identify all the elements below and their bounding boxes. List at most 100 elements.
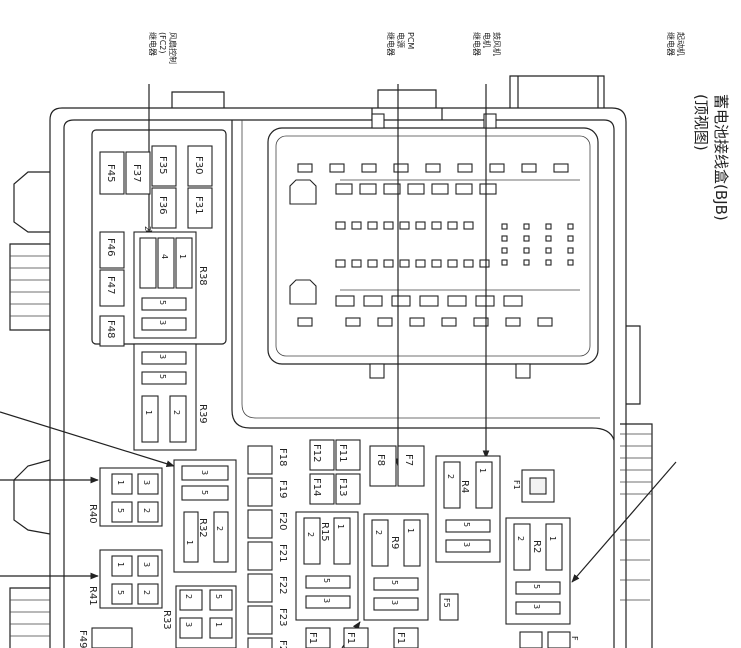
connector-cavity xyxy=(523,223,530,230)
fuse-F15[interactable]: F1 xyxy=(305,627,331,648)
connector-cavity xyxy=(335,183,353,195)
fuse-F20[interactable]: F20 xyxy=(247,509,288,539)
fuse-F45-label: F45 xyxy=(105,164,116,182)
fuse-F21[interactable]: F21 xyxy=(247,541,288,571)
relay-R15[interactable]: 2 1 5 3 R15 xyxy=(295,511,359,621)
fuse-F48[interactable]: F48 xyxy=(99,315,125,347)
connector-cavity xyxy=(377,317,393,327)
relay-R9-pin5: 5 xyxy=(390,580,399,585)
relay-R41[interactable]: 1 3 5 2 R41 xyxy=(87,549,163,609)
fuse-F22[interactable]: F22 xyxy=(247,573,288,603)
relay-R32-label: R32 xyxy=(197,518,208,538)
fuse-F35-label: F35 xyxy=(157,156,168,174)
fuse-F12[interactable]: F12 xyxy=(309,439,335,471)
relay-R38-pin5: 5 xyxy=(158,300,167,305)
connector-cavity xyxy=(447,295,467,307)
title-main: 蓄电池接线盒(BJB) xyxy=(712,94,730,221)
relay-R9[interactable]: 2 1 5 3 R9 xyxy=(363,513,429,621)
connector-cavity xyxy=(383,183,401,195)
fuse-F18[interactable]: F18 xyxy=(247,445,288,475)
connector-cavity xyxy=(501,223,508,230)
fuse-F18-label: F18 xyxy=(277,448,288,466)
fuse-F16[interactable]: F1 xyxy=(343,627,369,648)
fuse-F49[interactable]: F49 xyxy=(77,627,133,648)
connector-cavity xyxy=(479,183,497,195)
relay-R33[interactable]: 2 5 3 1 R33 xyxy=(161,585,237,648)
relay-R38-pin4: 4 xyxy=(160,254,169,259)
connector-cavity xyxy=(447,221,458,230)
connector-cavity xyxy=(297,317,313,327)
relay-R40[interactable]: 1 3 5 2 R40 xyxy=(87,467,163,527)
connector-cavity xyxy=(431,221,442,230)
relay-R9-pin1: 1 xyxy=(406,528,415,533)
connector-cavity xyxy=(567,259,574,266)
connector-cavity xyxy=(479,259,490,268)
fuse-F5[interactable]: F5 xyxy=(439,593,459,621)
connector-cavity xyxy=(455,183,473,195)
fuse-F47-label: F47 xyxy=(105,276,116,294)
connector-cavity xyxy=(431,259,442,268)
connector-key xyxy=(289,279,317,305)
relay-R15-label: R15 xyxy=(319,522,330,542)
fuse-F5-label: F5 xyxy=(442,598,451,608)
fuse-F6-label: F xyxy=(570,636,579,641)
relay-R39-label: R39 xyxy=(197,404,208,424)
fuse-F1[interactable]: F1 xyxy=(512,469,555,503)
fuse-F30-label: F30 xyxy=(193,156,204,174)
relay-R40-label: R40 xyxy=(87,504,98,524)
fuse-F36[interactable]: F36 xyxy=(151,187,177,229)
relay-R4-label: R4 xyxy=(459,480,470,493)
fuse-F17-label: F1 xyxy=(395,632,406,644)
relay-R38[interactable]: 2 4 1 5 3 R38 xyxy=(133,226,208,339)
relay-R4-pin5: 5 xyxy=(462,522,471,527)
connector-cavity xyxy=(553,163,569,173)
fuse-F45[interactable]: F45 xyxy=(99,151,125,195)
fuse-F37-label: F37 xyxy=(131,164,142,182)
relay-R33-pin2: 2 xyxy=(184,594,193,599)
fuse-F8[interactable]: F8 xyxy=(369,445,397,487)
connector-cavity xyxy=(567,223,574,230)
fuse-F19-label: F19 xyxy=(277,480,288,498)
connector-cavity xyxy=(503,295,523,307)
callout-fan-relay-line1: 风扇控制 xyxy=(168,32,178,64)
fuse-F23[interactable]: F23 xyxy=(247,605,288,635)
connector-cavity xyxy=(521,163,537,173)
fuse-F14-label: F14 xyxy=(311,478,322,496)
connector-cavity xyxy=(399,221,410,230)
fuse-F31[interactable]: F31 xyxy=(187,187,213,229)
relay-R32[interactable]: 3 5 1 2 R32 xyxy=(173,459,237,573)
relay-R33-pin5: 5 xyxy=(214,594,223,599)
fuse-F20-label: F20 xyxy=(277,512,288,530)
connector-cavity xyxy=(505,317,521,327)
fuse-F35[interactable]: F35 xyxy=(151,145,177,187)
connector-cavity xyxy=(501,259,508,266)
fuse-F19[interactable]: F19 xyxy=(247,477,288,507)
fuse-F13[interactable]: F13 xyxy=(335,473,361,505)
relay-R39[interactable]: 3 5 1 2 R39 xyxy=(133,343,208,451)
fuse-F47[interactable]: F47 xyxy=(99,269,125,307)
relay-R39-pin5: 5 xyxy=(158,374,167,379)
callout-blower-relay-line2: 电机 xyxy=(482,32,492,48)
connector-cavity xyxy=(335,259,346,268)
fuse-F46[interactable]: F46 xyxy=(99,231,125,269)
callout-fan-relay-line2: (FC2) xyxy=(158,32,167,54)
relay-R32-pin2: 2 xyxy=(215,526,224,531)
connector-cavity xyxy=(393,163,409,173)
connector-cavity xyxy=(407,183,425,195)
connector-cavity xyxy=(463,259,474,268)
fuse-F37[interactable]: F37 xyxy=(125,151,151,195)
fuse-F11[interactable]: F11 xyxy=(335,439,361,471)
fuse-F7[interactable]: F7 xyxy=(397,445,425,487)
fuse-F30[interactable]: F30 xyxy=(187,145,213,187)
fuse-F24[interactable]: F2 xyxy=(247,637,288,648)
fuse-F14[interactable]: F14 xyxy=(309,473,335,505)
relay-R4[interactable]: 2 1 5 3 R4 xyxy=(435,455,501,563)
relay-R2[interactable]: 2 1 5 3 R2 xyxy=(505,517,571,625)
fuse-F6[interactable]: F xyxy=(519,631,579,648)
relay-R40-pin2: 2 xyxy=(142,508,151,513)
relay-R32-pin3: 3 xyxy=(200,470,209,475)
fuse-F16-label: F1 xyxy=(345,632,356,644)
relay-R40-pin1: 1 xyxy=(116,480,125,485)
fuse-F17[interactable]: F1 xyxy=(393,627,419,648)
